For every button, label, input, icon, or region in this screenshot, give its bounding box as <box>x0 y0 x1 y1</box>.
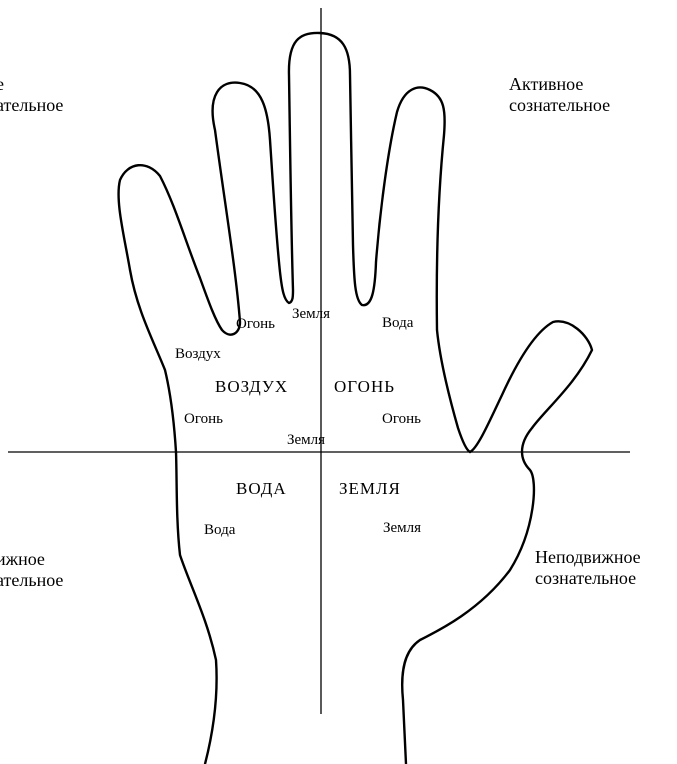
sub-label-right-palm-mid: Огонь <box>382 411 421 428</box>
corner-line: ательное <box>0 95 63 116</box>
corner-label-top-left: е ательное <box>0 74 63 115</box>
sub-label-between-middle-fingers: Земля <box>292 306 330 323</box>
corner-line: е <box>0 74 63 95</box>
zone-label-upper-right: ОГОНЬ <box>334 377 395 397</box>
zone-label-upper-left: ВОЗДУХ <box>215 377 288 397</box>
sub-label-under-index-finger: Вода <box>382 315 413 332</box>
sub-label-left-palm-mid: Огонь <box>184 411 223 428</box>
corner-label-top-right: Активное сознательное <box>509 74 610 115</box>
corner-line: Активное <box>509 74 610 95</box>
corner-line: Неподвижное <box>535 547 641 568</box>
sub-label-lower-right: Земля <box>383 520 421 537</box>
corner-line: ательное <box>0 570 63 591</box>
corner-label-bottom-right: Неподвижное сознательное <box>535 547 641 588</box>
zone-label-lower-right: ЗЕМЛЯ <box>339 479 401 499</box>
hand-outline <box>119 33 592 764</box>
corner-line: ижное <box>0 549 63 570</box>
sub-label-center-line: Земля <box>287 432 325 449</box>
sub-label-left-palm-upper: Воздух <box>175 346 221 363</box>
sub-label-under-ring-finger: Огонь <box>236 316 275 333</box>
corner-label-bottom-left: ижное ательное <box>0 549 63 590</box>
corner-line: сознательное <box>535 568 641 589</box>
corner-line: сознательное <box>509 95 610 116</box>
sub-label-lower-left: Вода <box>204 522 235 539</box>
zone-label-lower-left: ВОДА <box>236 479 287 499</box>
